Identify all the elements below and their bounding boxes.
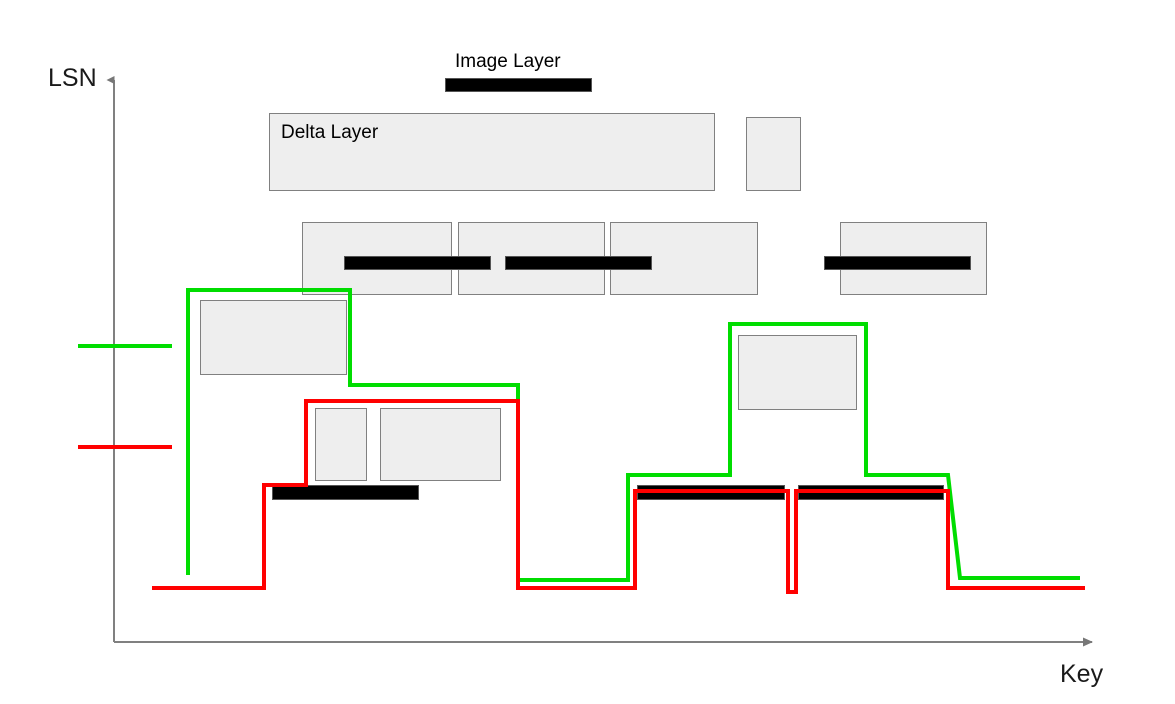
delta-bar-row3-left	[344, 256, 491, 270]
red-level-box-large	[380, 408, 501, 481]
delta-bar-row3-mid	[505, 256, 652, 270]
y-axis-label: LSN	[48, 64, 97, 92]
delta-layer-box-right	[746, 117, 801, 191]
image-layer-bar-top	[445, 78, 592, 92]
delta-layer-label: Delta Layer	[281, 122, 379, 143]
green-peak-box	[738, 335, 857, 410]
delta-bar-lower-right	[798, 485, 944, 500]
delta-bar-row3-right	[824, 256, 971, 270]
delta-bar-lower-mid	[637, 485, 785, 500]
x-axis-label: Key	[1060, 660, 1104, 688]
delta-bar-lower-left	[272, 485, 419, 500]
green-level-box	[200, 300, 347, 375]
delta-layer-box-main	[269, 113, 715, 191]
red-level-box-small	[315, 408, 367, 481]
image-layer-label: Image Layer	[455, 51, 561, 72]
